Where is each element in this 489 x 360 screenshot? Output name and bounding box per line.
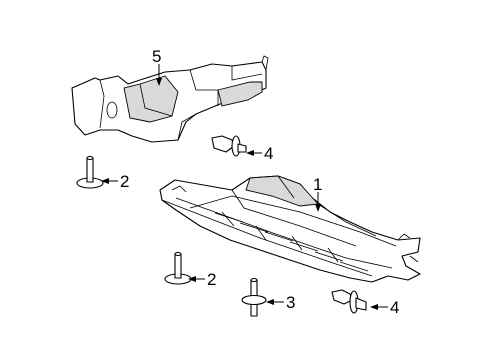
- stud-part-2-lower: [164, 251, 192, 285]
- push-clip-part-4-upper: [211, 135, 247, 157]
- push-clip-part-4-lower: [331, 289, 367, 314]
- callout-1: 1: [313, 175, 322, 194]
- callout-2-lower: 2: [207, 270, 216, 289]
- pin-part-3: [241, 277, 267, 317]
- callout-2-upper: 2: [120, 172, 129, 191]
- callout-4-lower: 4: [390, 298, 399, 317]
- leader-lines: [101, 64, 388, 310]
- callout-4-upper: 4: [264, 144, 273, 163]
- callout-5: 5: [152, 47, 161, 66]
- stud-part-2-upper: [76, 155, 104, 189]
- bracket-part-5: [71, 55, 269, 143]
- shield-part-1: [159, 175, 421, 283]
- callout-3: 3: [286, 293, 295, 312]
